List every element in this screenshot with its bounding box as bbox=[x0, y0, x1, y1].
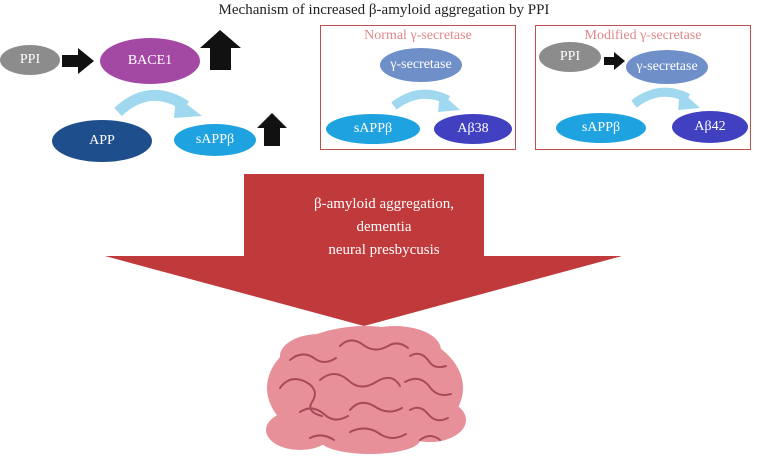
outcome-line-2: dementia bbox=[356, 219, 412, 235]
outcome-line-1: β-amyloid aggregation, bbox=[313, 196, 455, 212]
normal-substrate-label: sAPPβ bbox=[353, 121, 393, 136]
modified-ppi-node: PPI bbox=[539, 42, 601, 72]
normal-product-node: Aβ38 bbox=[434, 114, 512, 144]
modified-secretase-box: Modified γ-secretase bbox=[535, 25, 751, 150]
brain-illustration bbox=[266, 326, 466, 454]
modified-curved-arrowhead bbox=[678, 90, 700, 110]
modified-enzyme-node: γ-secretase bbox=[626, 50, 708, 84]
ppi-to-bace1-arrow bbox=[62, 48, 94, 74]
normal-curved-arrowhead bbox=[438, 92, 460, 112]
ppi-node: PPI bbox=[0, 45, 60, 75]
normal-enzyme-node: γ-secretase bbox=[380, 48, 462, 82]
modified-product-label: Aβ42 bbox=[694, 119, 726, 134]
normal-secretase-box: Normal γ-secretase bbox=[320, 25, 516, 150]
sapp-node: sAPPβ bbox=[174, 124, 256, 156]
normal-enzyme-label: γ-secretase bbox=[390, 57, 452, 72]
app-label: APP bbox=[89, 133, 115, 148]
normal-box-title: Normal γ-secretase bbox=[364, 28, 472, 43]
outcome-big-arrow bbox=[105, 174, 622, 326]
modified-substrate-label: sAPPβ bbox=[581, 120, 621, 135]
diagram-title: Mechanism of increased β-amyloid aggrega… bbox=[218, 2, 550, 18]
modified-ppi-label: PPI bbox=[559, 49, 581, 64]
normal-substrate-node: sAPPβ bbox=[326, 114, 420, 144]
modified-box-title: Modified γ-secretase bbox=[584, 28, 702, 43]
modified-enzyme-label: γ-secretase bbox=[636, 59, 698, 74]
app-node: APP bbox=[52, 120, 152, 162]
bace1-label: BACE1 bbox=[127, 53, 173, 68]
bace1-node: BACE1 bbox=[100, 38, 200, 84]
normal-product-label: Aβ38 bbox=[457, 121, 489, 136]
modified-product-node: Aβ42 bbox=[672, 111, 748, 143]
modified-ppi-arrow bbox=[604, 52, 625, 70]
sapp-up-arrow bbox=[257, 113, 287, 146]
modified-substrate-node: sAPPβ bbox=[556, 113, 646, 143]
bace1-up-arrow bbox=[200, 30, 241, 70]
ppi-label: PPI bbox=[19, 52, 41, 67]
outcome-line-3: neural presbycusis bbox=[328, 242, 440, 258]
app-curved-arrowhead bbox=[174, 96, 202, 118]
sapp-label: sAPPβ bbox=[195, 132, 235, 147]
